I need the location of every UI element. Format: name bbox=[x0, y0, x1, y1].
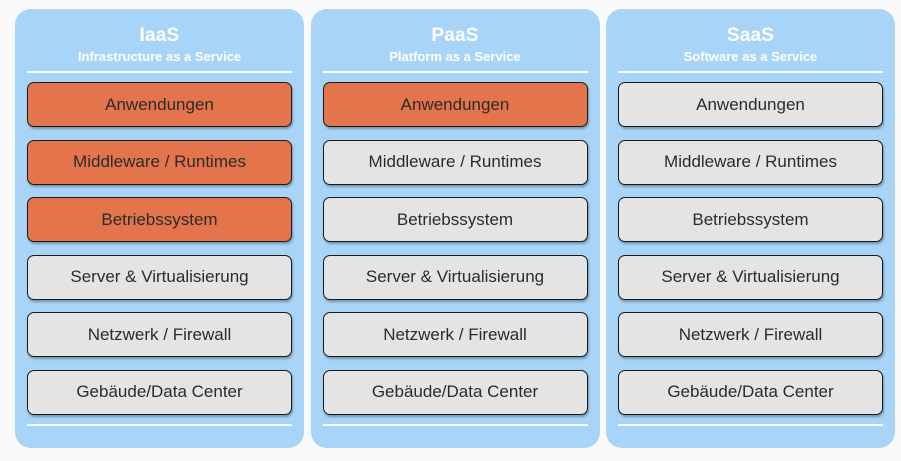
layer-box: Betriebssystem bbox=[322, 197, 588, 243]
panel-title: PaaS bbox=[431, 25, 479, 46]
panel-footer bbox=[311, 426, 600, 448]
layer-box: Anwendungen bbox=[322, 82, 588, 127]
layer-box: Betriebssystem bbox=[27, 197, 292, 243]
layer-box: Betriebssystem bbox=[618, 197, 883, 243]
footer-divider bbox=[27, 424, 292, 426]
layer-box: Server & Virtualisierung bbox=[618, 254, 883, 300]
panel-subtitle: Infrastructure as a Service bbox=[77, 49, 242, 64]
panel-footer bbox=[606, 426, 895, 448]
panel-header: SaaS Software as a Service bbox=[606, 9, 895, 65]
layer-box: Gebäude/Data Center bbox=[618, 369, 883, 415]
header-divider bbox=[27, 71, 292, 73]
layer-box: Netzwerk / Firewall bbox=[322, 312, 588, 358]
layer-box: Anwendungen bbox=[618, 82, 883, 127]
header-divider bbox=[618, 71, 883, 73]
panel-title: SaaS bbox=[726, 25, 775, 46]
footer-divider bbox=[322, 424, 588, 426]
panel-subtitle: Software as a Service bbox=[683, 49, 818, 64]
layer-box: Gebäude/Data Center bbox=[322, 369, 588, 415]
panel-title: IaaS bbox=[139, 25, 180, 46]
panel-footer bbox=[15, 426, 304, 448]
layer-box: Netzwerk / Firewall bbox=[27, 312, 292, 358]
layer-box: Middleware / Runtimes bbox=[322, 139, 588, 185]
layer-box: Anwendungen bbox=[27, 82, 292, 127]
panel-header: IaaS Infrastructure as a Service bbox=[15, 9, 304, 65]
layer-box: Middleware / Runtimes bbox=[618, 139, 883, 185]
panel-subtitle: Platform as a Service bbox=[389, 49, 521, 64]
layer-box: Netzwerk / Firewall bbox=[618, 312, 883, 358]
layer-box: Middleware / Runtimes bbox=[27, 139, 292, 185]
panel-header: PaaS Platform as a Service bbox=[311, 9, 600, 65]
header-divider bbox=[322, 71, 588, 73]
layer-box: Gebäude/Data Center bbox=[27, 369, 292, 415]
footer-divider bbox=[618, 424, 883, 426]
layer-box: Server & Virtualisierung bbox=[322, 254, 588, 300]
layer-box: Server & Virtualisierung bbox=[27, 254, 292, 300]
